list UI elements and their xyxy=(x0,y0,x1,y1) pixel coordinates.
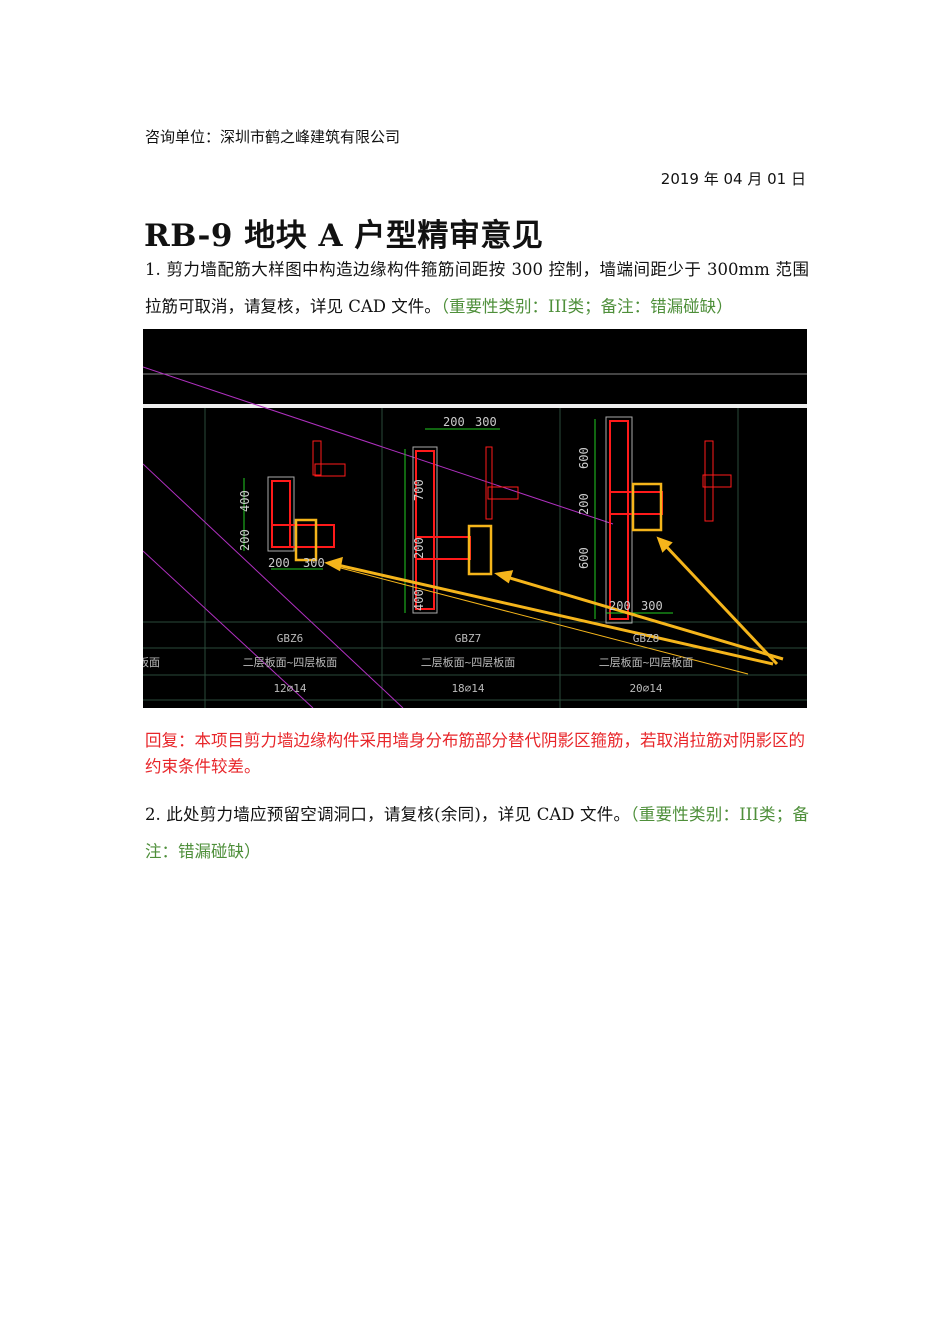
dim-label: 200 xyxy=(268,556,290,570)
review-item-1: 1. 剪力墙配筋大样图中构造边缘构件箍筋间距按 300 控制，墙端间距少于 30… xyxy=(145,251,809,325)
dim-label: 300 xyxy=(641,599,663,613)
dim-label: 200 xyxy=(577,493,591,515)
dim-label: 700 xyxy=(412,479,426,501)
column-name: GBZ6 xyxy=(277,632,304,645)
dim-label: 600 xyxy=(577,447,591,469)
column-floors: 二层板面~四层板面 xyxy=(243,655,338,669)
gbz7-section xyxy=(404,428,519,614)
column-rebar: 20⌀14 xyxy=(629,682,662,695)
highlight-arrows xyxy=(324,536,784,675)
guide-lines xyxy=(142,366,614,709)
dim-label: 200 xyxy=(443,415,465,429)
dim-label: 200 xyxy=(609,599,631,613)
dim-label: 400 xyxy=(238,490,252,512)
dim-label: 300 xyxy=(303,556,325,570)
gbz8-section xyxy=(594,416,732,624)
column-name: GBZ7 xyxy=(455,632,482,645)
item-text: 2. 此处剪力墙应预留空调洞口，请复核(余同)，详见 CAD 文件。 xyxy=(145,805,631,824)
dim-label: 600 xyxy=(577,547,591,569)
item-note: （重要性类别：III类；备注：错漏碰缺） xyxy=(145,805,809,861)
document-date: 2019 年 04 月 01 日 xyxy=(660,170,806,188)
dim-label: 200 xyxy=(412,537,426,559)
column-rebar: 12⌀14 xyxy=(273,682,306,695)
dim-label: 400 xyxy=(412,589,426,611)
gbz6-section xyxy=(243,440,346,570)
column-floors: 二层板面~四层板面 xyxy=(421,655,516,669)
partial-label: 板面 xyxy=(143,655,160,669)
item-text: 1. 剪力墙配筋大样图中构造边缘构件箍筋间距按 300 控制，墙端间距少于 30… xyxy=(145,260,809,316)
consulting-organization: 咨询单位：深圳市鹤之峰建筑有限公司 xyxy=(145,128,401,146)
column-name: GBZ8 xyxy=(633,632,660,645)
dim-label: 300 xyxy=(475,415,497,429)
column-floors: 二层板面~四层板面 xyxy=(599,655,694,669)
reply-1: 回复：本项目剪力墙边缘构件采用墙身分布筋部分替代阴影区箍筋，若取消拉筋对阴影区的… xyxy=(145,731,805,776)
cad-screenshot: 200 300 400 200 200 300 700 200 400 600 … xyxy=(138,329,807,709)
column-rebar: 18⌀14 xyxy=(451,682,484,695)
review-item-2: 2. 此处剪力墙应预留空调洞口，请复核(余同)，详见 CAD 文件。（重要性类别… xyxy=(145,796,809,870)
dim-label: 200 xyxy=(238,529,252,551)
cad-drawing: 200 300 400 200 200 300 700 200 400 600 … xyxy=(138,366,807,709)
item-note: （重要性类别：III类；备注：错漏碰缺） xyxy=(440,297,733,316)
page-title: RB-9 地块 A 户型精审意见 xyxy=(144,218,544,254)
